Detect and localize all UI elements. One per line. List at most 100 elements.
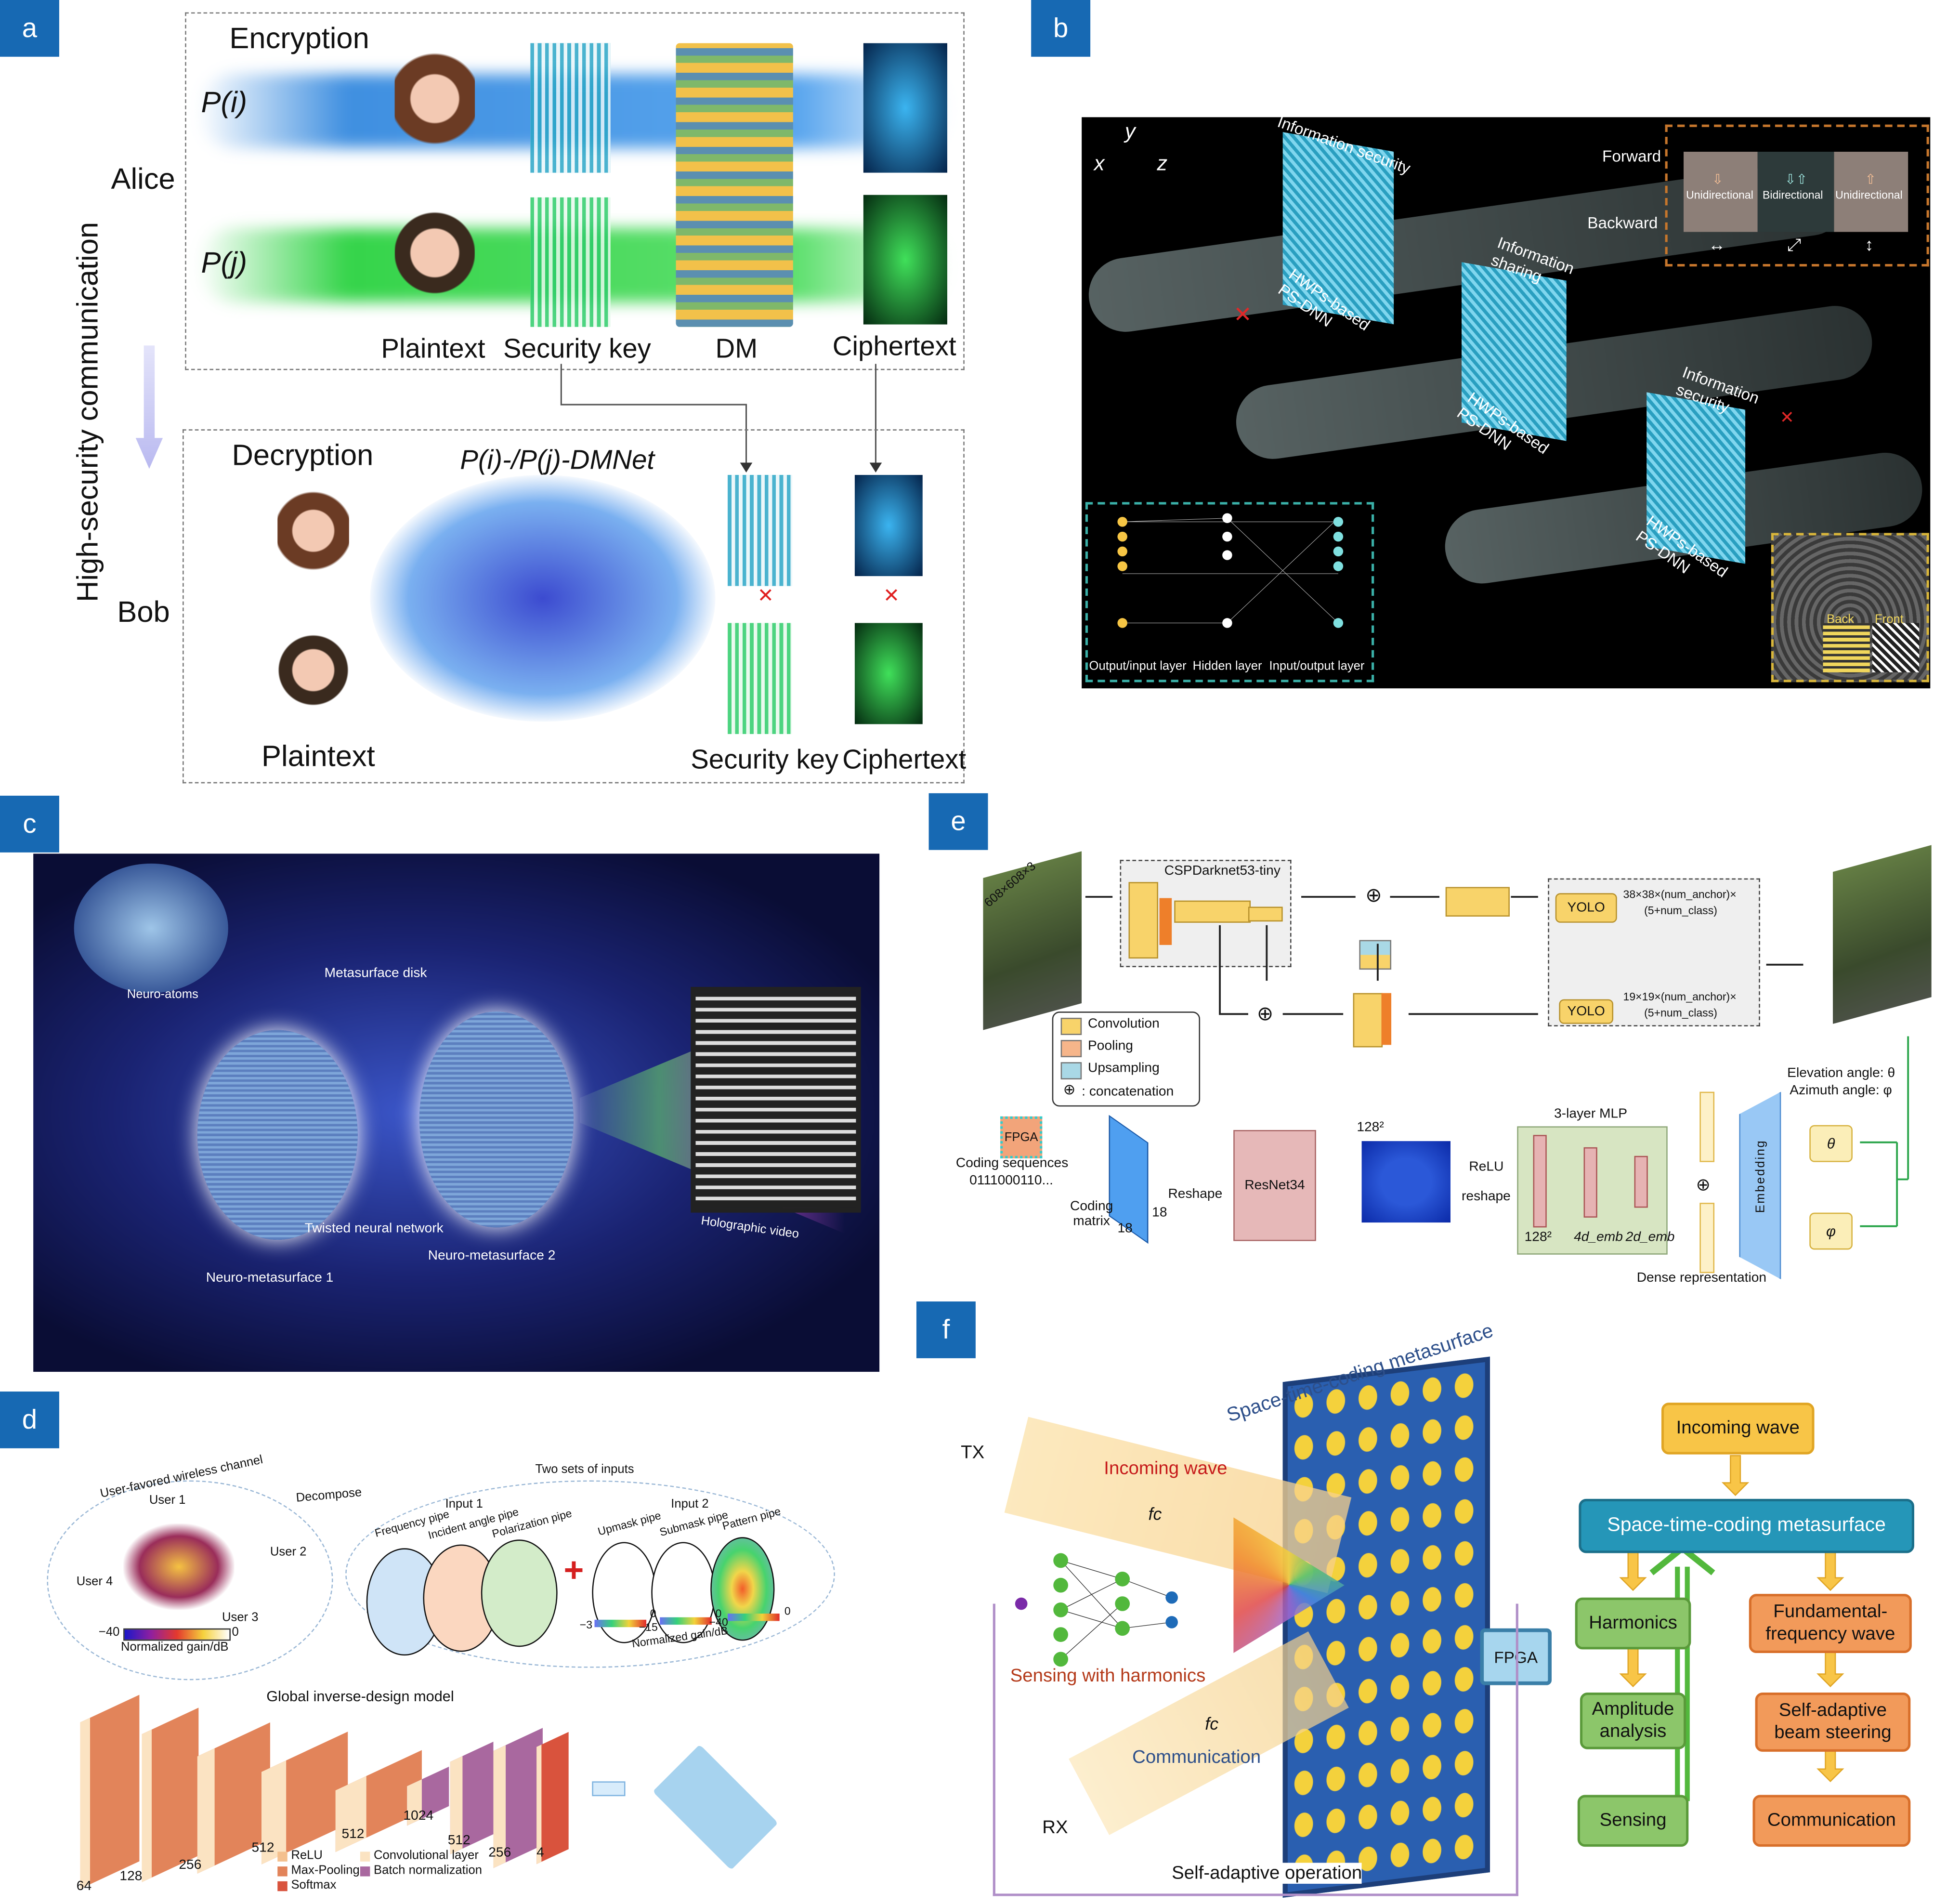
layer-label-1: Output/input layer: [1089, 660, 1187, 674]
legend-swatch-upsample: [1060, 1062, 1082, 1080]
inputs-ellipse: [345, 1480, 835, 1668]
tx-label: TX: [961, 1442, 985, 1463]
pattern-pipe: [710, 1537, 775, 1641]
reshape-label-2: Reshape: [1168, 1186, 1223, 1202]
coding-seq-label: Coding sequences: [955, 1156, 1069, 1171]
pj-label: P(j): [201, 247, 248, 280]
embedding-block: [1739, 1091, 1781, 1279]
security-key-qr-1: [530, 43, 611, 173]
vertical-pol-icon: ↕: [1865, 234, 1874, 254]
mode-region-3: [1834, 152, 1908, 232]
layer-label-2: Hidden layer: [1192, 660, 1262, 674]
polarization-pipe: [481, 1539, 558, 1647]
yolo-arrows: [1085, 896, 1803, 1015]
cbar-max: 0: [232, 1626, 239, 1640]
cbar-1: [594, 1619, 647, 1628]
flow-amplitude: Amplitude analysis: [1580, 1692, 1686, 1749]
back-label: Back: [1827, 613, 1855, 627]
neuro-metasurface-1: [197, 1030, 358, 1240]
legend-conv: Convolutional layer: [374, 1849, 479, 1863]
fpga-chip: FPGA: [1480, 1628, 1552, 1685]
legend-relu: ReLU: [291, 1849, 323, 1863]
conv-block: [1353, 993, 1383, 1048]
axis-y: y: [1124, 119, 1136, 144]
flow-fundamental: Fundamental-frequency wave: [1749, 1594, 1912, 1654]
elevation-label: Elevation angle: θ: [1787, 1065, 1895, 1081]
size-512b: 512: [341, 1827, 365, 1842]
mlp-dim-1: 128²: [1524, 1230, 1552, 1245]
input2-label: Input 2: [671, 1497, 709, 1511]
dec-ciphertext-label: Ciphertext: [842, 744, 967, 775]
connector-arrows: [560, 364, 882, 473]
yolo-out1-b: (5+num_class): [1644, 904, 1717, 917]
flow-communication: Communication: [1752, 1795, 1911, 1847]
pi-label: P(i): [201, 86, 248, 120]
metasurface-disk-label: Metasurface disk: [324, 966, 427, 981]
legend-maxpool: Max-Pooling: [291, 1864, 360, 1878]
mode-2: Bidirectional: [1762, 188, 1823, 201]
conv-block: [1445, 887, 1510, 917]
yolo-out1-a: 38×38×(num_anchor)×: [1623, 888, 1737, 901]
model-title: Global inverse-design model: [266, 1687, 454, 1705]
cbar2-max: 0: [715, 1607, 722, 1620]
ms2-label: Neuro-metasurface 2: [428, 1248, 556, 1263]
phase-map: [1361, 1141, 1450, 1223]
input1-label: Input 1: [445, 1497, 483, 1511]
metasurface-output: [653, 1744, 778, 1870]
bidirectional-arrow-icon: ⇩⇧: [1785, 172, 1808, 188]
neuro-metasurface-2: [419, 1011, 574, 1228]
coding-seq-value: 0111000110...: [969, 1173, 1054, 1188]
mlp-title: 3-layer MLP: [1554, 1106, 1627, 1122]
alice-label: Alice: [111, 163, 175, 197]
film-strip: [691, 986, 861, 1213]
cbar2-min: −15: [639, 1621, 658, 1634]
legend-swatch-softmax: [277, 1881, 287, 1891]
cbar-min: −40: [98, 1626, 120, 1640]
ms1-label: Neuro-metasurface 1: [206, 1271, 334, 1286]
panel-label-e: e: [928, 793, 988, 850]
fc-label-1: fc: [1148, 1504, 1162, 1524]
upsample-block: [1359, 940, 1392, 970]
legend-swatch-maxpool: [277, 1866, 287, 1877]
decryption-box: [183, 429, 965, 784]
cbar-3: [728, 1614, 780, 1621]
user-2: User 2: [270, 1546, 307, 1560]
front-pattern: [1872, 623, 1920, 672]
layer-block: [80, 1694, 140, 1889]
encryption-title: Encryption: [229, 22, 369, 56]
rx-label: RX: [1042, 1817, 1068, 1838]
size-4: 4: [536, 1845, 544, 1861]
dec-plaintext-label: Plaintext: [261, 740, 375, 774]
block-x-icon: ✕: [1233, 302, 1252, 327]
flow-sensing: Sensing: [1577, 1795, 1689, 1847]
cross-icon: ✕: [883, 586, 900, 607]
phi-input: φ: [1809, 1212, 1853, 1250]
output-arrow-icon: [592, 1781, 626, 1797]
mode-1: Unidirectional: [1686, 188, 1753, 201]
down-arrow-icon: ⇩: [1712, 172, 1724, 188]
two-sets-label: Two sets of inputs: [535, 1463, 634, 1477]
cbar1-max: 0: [650, 1607, 656, 1620]
layer-label-3: Input/output layer: [1269, 660, 1365, 674]
concat-icon: ⊕: [1365, 885, 1382, 907]
channel-circle: [47, 1480, 333, 1681]
output-image: [1832, 845, 1932, 1024]
security-key-qr-2: [530, 197, 611, 327]
flow-incoming: Incoming wave: [1661, 1403, 1815, 1455]
embedding-label: Embedding: [1754, 1139, 1768, 1213]
horizontal-pol-icon: ↔: [1708, 234, 1726, 254]
conv-block: [1128, 882, 1158, 959]
mlp-dim-2: 4d_emb: [1574, 1230, 1623, 1245]
panel-label-b: b: [1031, 0, 1091, 57]
reshape-label-1: reshape: [1462, 1189, 1511, 1204]
mode-inset: [1665, 124, 1929, 267]
layer-block: [536, 1732, 569, 1865]
fpga-chip: FPGA: [1000, 1116, 1043, 1158]
back-pattern: [1823, 623, 1870, 672]
block-x-icon: ✕: [1779, 407, 1794, 427]
theta-input: θ: [1809, 1125, 1853, 1162]
pool-block: [1381, 993, 1392, 1045]
neural-network-brain: [370, 475, 716, 722]
dim-18-a: 18: [1152, 1205, 1167, 1221]
self-adaptive-label: Self-adaptive operation: [1172, 1863, 1362, 1884]
